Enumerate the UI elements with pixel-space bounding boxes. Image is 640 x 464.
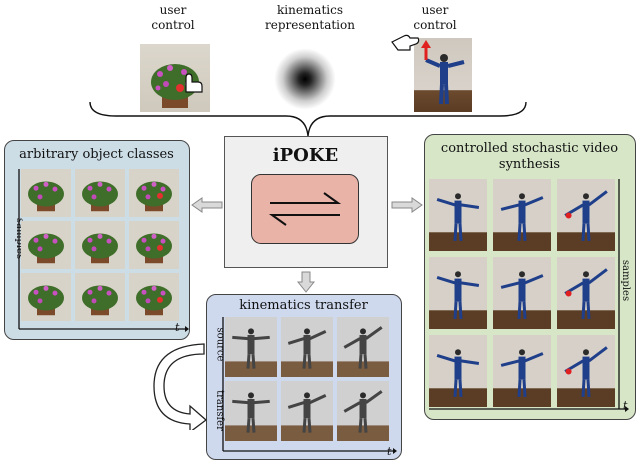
flower-frame	[21, 273, 71, 321]
transfer-axes	[222, 317, 397, 454]
ipoke-title: iPOKE	[272, 145, 339, 166]
flower-control-image	[140, 44, 210, 112]
person-figure-illustration	[421, 40, 465, 105]
right-samples-label: samples	[620, 259, 632, 302]
flower-frame	[129, 273, 179, 321]
kinematics-transfer-panel: kinematics transfer source transfer	[206, 294, 402, 460]
flower-frame	[75, 273, 125, 321]
hand-cursor-icon	[185, 73, 203, 93]
right-t-label: t	[623, 399, 628, 412]
ipoke-core	[251, 174, 359, 244]
left-axes	[18, 169, 189, 332]
person-frame	[493, 257, 551, 329]
flower-frame	[129, 169, 179, 217]
transfer-frame	[281, 381, 333, 441]
arrow-left	[191, 197, 223, 213]
transfer-frame	[281, 317, 333, 377]
person-frame	[493, 335, 551, 407]
person-frame	[429, 179, 487, 251]
arrow-down	[296, 271, 316, 293]
bidirectional-arrows-icon	[268, 192, 342, 226]
flower-frame	[75, 169, 125, 217]
arrow-right	[391, 197, 423, 213]
flower-grid	[21, 169, 185, 329]
left-t-label: t	[175, 321, 180, 334]
transfer-frame	[225, 317, 277, 377]
right-panel: controlled stochastic video synthesis	[424, 134, 636, 420]
transfer-t-label: t	[387, 445, 392, 458]
hand-pointer-icon	[391, 34, 420, 51]
flower-frame	[21, 221, 71, 269]
right-panel-title-line1: controlled stochastic video	[440, 141, 619, 156]
poke-point-icon	[176, 84, 184, 92]
right-panel-title-line2: synthesis	[498, 157, 561, 172]
transfer-frame	[337, 381, 389, 441]
top-left-label: user control	[151, 3, 195, 32]
kinematics-blob	[270, 44, 340, 114]
curved-transfer-arrow	[153, 343, 208, 430]
transfer-grid	[225, 317, 391, 447]
flower-frame	[75, 221, 125, 269]
transfer-frame	[337, 317, 389, 377]
flower-frame	[21, 169, 71, 217]
ipoke-box: iPOKE	[224, 136, 388, 268]
transfer-frame	[225, 381, 277, 441]
right-axes	[429, 179, 629, 412]
flower-frame	[129, 221, 179, 269]
left-panel-title: arbitrary object classes	[19, 147, 174, 162]
person-grid	[429, 179, 615, 409]
person-frame	[429, 335, 487, 407]
person-frame	[493, 179, 551, 251]
top-center-label: kinematics representation	[265, 3, 355, 32]
person-frame	[557, 257, 615, 329]
person-frame	[429, 257, 487, 329]
transfer-panel-title: kinematics transfer	[239, 298, 368, 313]
left-panel: arbitrary object classes samples	[4, 140, 190, 340]
person-control-image	[414, 38, 472, 112]
person-frame	[557, 335, 615, 407]
top-right-label: user control	[413, 3, 457, 32]
person-frame	[557, 179, 615, 251]
